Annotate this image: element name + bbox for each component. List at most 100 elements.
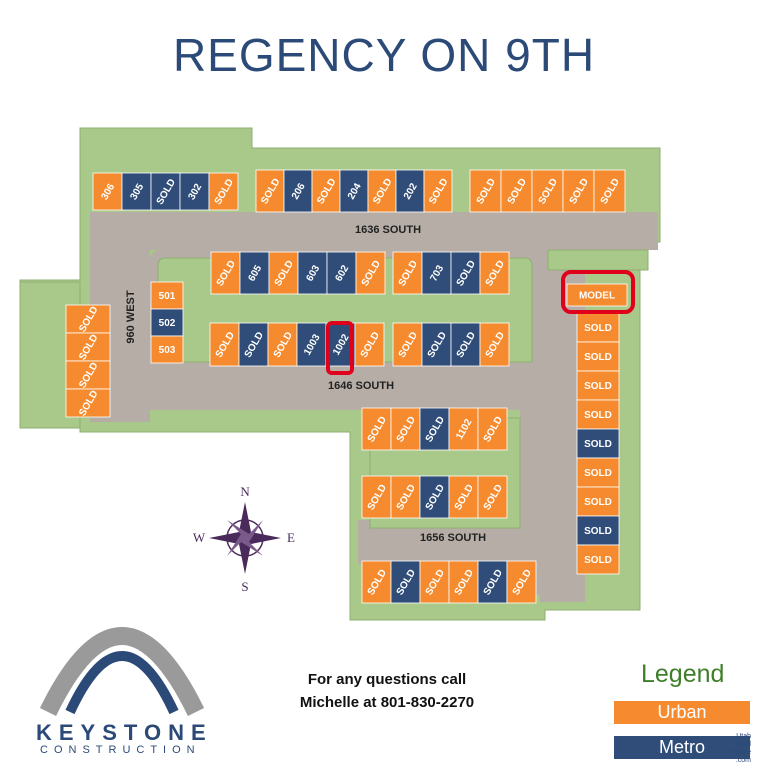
lot-row-h-4-box <box>448 407 479 451</box>
lot-row-f-2-box <box>238 322 269 367</box>
lot-row-a-5[interactable]: SOLD <box>208 172 239 211</box>
lot-col-east-3-label: SOLD <box>584 381 612 392</box>
lot-row-c-3[interactable]: SOLD <box>531 169 564 213</box>
lot-row-c-1[interactable]: SOLD <box>469 169 502 213</box>
lot-row-h-2[interactable]: SOLD <box>390 407 421 451</box>
lot-col-east-3[interactable]: SOLD <box>576 370 620 401</box>
lot-row-h-5[interactable]: SOLD <box>477 407 508 451</box>
compass-rose: N S E W <box>193 484 295 594</box>
lot-col-west-3[interactable]: SOLD <box>65 360 111 391</box>
lot-row-j-4[interactable]: SOLD <box>448 560 479 604</box>
lot-row-e-4[interactable]: SOLD <box>479 251 510 295</box>
lot-row-g-4-box <box>479 322 510 367</box>
lot-row-i-2[interactable]: SOLD <box>390 475 421 519</box>
lot-row-h-5-box <box>477 407 508 451</box>
lot-col-500-2[interactable]: 502 <box>150 308 184 337</box>
lot-col-west-1[interactable]: SOLD <box>65 304 111 335</box>
lot-col-east-1[interactable]: SOLD <box>576 312 620 343</box>
lot-row-i-4[interactable]: SOLD <box>448 475 479 519</box>
lot-row-d-6-box <box>355 251 386 295</box>
lot-row-j-2[interactable]: SOLD <box>390 560 421 604</box>
lot-col-east-7[interactable]: SOLD <box>576 486 620 517</box>
lot-row-c-4-box <box>562 169 595 213</box>
lot-row-b-5[interactable]: SOLD <box>367 169 397 213</box>
lot-col-east-9[interactable]: SOLD <box>576 544 620 575</box>
lot-row-d-5[interactable]: 602 <box>326 251 357 295</box>
lot-row-a-1[interactable]: 306 <box>92 172 123 211</box>
lot-row-f-3[interactable]: SOLD <box>267 322 298 367</box>
lot-col-east-7-box <box>576 486 620 517</box>
lot-row-h-4[interactable]: 1102 <box>448 407 479 451</box>
lot-row-d-4[interactable]: 603 <box>297 251 328 295</box>
lot-row-g-2[interactable]: SOLD <box>421 322 452 367</box>
lot-row-j-6[interactable]: SOLD <box>506 560 537 604</box>
lot-row-f-4[interactable]: 1003 <box>296 322 327 367</box>
lot-col-500-1[interactable]: 501 <box>150 281 184 310</box>
lot-col-east-4-label: SOLD <box>584 410 612 421</box>
lot-row-g-4[interactable]: SOLD <box>479 322 510 367</box>
lot-row-a-3[interactable]: SOLD <box>150 172 181 211</box>
lot-row-j-3[interactable]: SOLD <box>419 560 450 604</box>
lot-col-east-2[interactable]: SOLD <box>576 341 620 372</box>
lot-row-c-5[interactable]: SOLD <box>593 169 626 213</box>
lot-row-h-1[interactable]: SOLD <box>361 407 392 451</box>
lot-col-east-5[interactable]: SOLD <box>576 428 620 459</box>
lot-row-e-3-box <box>450 251 481 295</box>
lot-col-east-7-label: SOLD <box>584 497 612 508</box>
lot-row-d-6[interactable]: SOLD <box>355 251 386 295</box>
lot-col-west-2[interactable]: SOLD <box>65 332 111 363</box>
lot-row-e-1[interactable]: SOLD <box>392 251 423 295</box>
lot-col-east-3-box <box>576 370 620 401</box>
lot-row-e-2[interactable]: 703 <box>421 251 452 295</box>
lot-row-i-1[interactable]: SOLD <box>361 475 392 519</box>
lot-row-b-4-box <box>339 169 369 213</box>
lot-row-e-3[interactable]: SOLD <box>450 251 481 295</box>
lot-row-f-6[interactable]: SOLD <box>354 322 385 367</box>
lot-row-b-4[interactable]: 204 <box>339 169 369 213</box>
compass-w: W <box>193 530 206 545</box>
lot-row-f-2[interactable]: SOLD <box>238 322 269 367</box>
lot-row-j-1[interactable]: SOLD <box>361 560 392 604</box>
lot-col-east-4-box <box>576 399 620 430</box>
lot-model[interactable]: MODEL <box>566 283 628 307</box>
compass-s: S <box>241 579 248 594</box>
lot-col-east-6[interactable]: SOLD <box>576 457 620 488</box>
lot-row-d-1[interactable]: SOLD <box>210 251 241 295</box>
lot-row-d-3-box <box>268 251 299 295</box>
lot-row-g-3[interactable]: SOLD <box>450 322 481 367</box>
lot-row-d-5-box <box>326 251 357 295</box>
lot-row-g-1[interactable]: SOLD <box>392 322 423 367</box>
logo-subtitle: CONSTRUCTION <box>40 744 201 756</box>
lot-row-f-4-box <box>296 322 327 367</box>
lot-row-e-1-box <box>392 251 423 295</box>
lot-col-west-4[interactable]: SOLD <box>65 388 111 419</box>
lot-row-i-5[interactable]: SOLD <box>477 475 508 519</box>
contact-line-2: Michelle at 801-830-2270 <box>299 694 475 711</box>
lot-row-b-6[interactable]: 202 <box>395 169 425 213</box>
lot-1002-highlight <box>326 321 354 375</box>
lot-col-500-3[interactable]: 503 <box>150 335 184 364</box>
lot-col-east-2-box <box>576 341 620 372</box>
lot-row-i-3[interactable]: SOLD <box>419 475 450 519</box>
lot-col-east-9-box <box>576 544 620 575</box>
lot-row-c-4[interactable]: SOLD <box>562 169 595 213</box>
lot-row-j-5[interactable]: SOLD <box>477 560 508 604</box>
contact-info: For any questions call Michelle at 801-8… <box>262 668 512 714</box>
lot-col-east-8[interactable]: SOLD <box>576 515 620 546</box>
lot-row-c-2[interactable]: SOLD <box>500 169 533 213</box>
lot-row-d-3[interactable]: SOLD <box>268 251 299 295</box>
lot-row-b-7[interactable]: SOLD <box>423 169 453 213</box>
compass-e: E <box>287 530 295 545</box>
lot-row-b-2[interactable]: 206 <box>283 169 313 213</box>
lot-col-east-4[interactable]: SOLD <box>576 399 620 430</box>
lot-row-b-3[interactable]: SOLD <box>311 169 341 213</box>
lot-row-d-2[interactable]: 605 <box>239 251 270 295</box>
lot-row-a-2[interactable]: 305 <box>121 172 152 211</box>
lot-row-j-2-box <box>390 560 421 604</box>
lot-row-b-1[interactable]: SOLD <box>255 169 285 213</box>
lot-row-h-3[interactable]: SOLD <box>419 407 450 451</box>
lot-row-d-4-box <box>297 251 328 295</box>
lot-row-a-4[interactable]: 302 <box>179 172 210 211</box>
lot-row-f-1[interactable]: SOLD <box>209 322 240 367</box>
lot-row-c-1-box <box>469 169 502 213</box>
